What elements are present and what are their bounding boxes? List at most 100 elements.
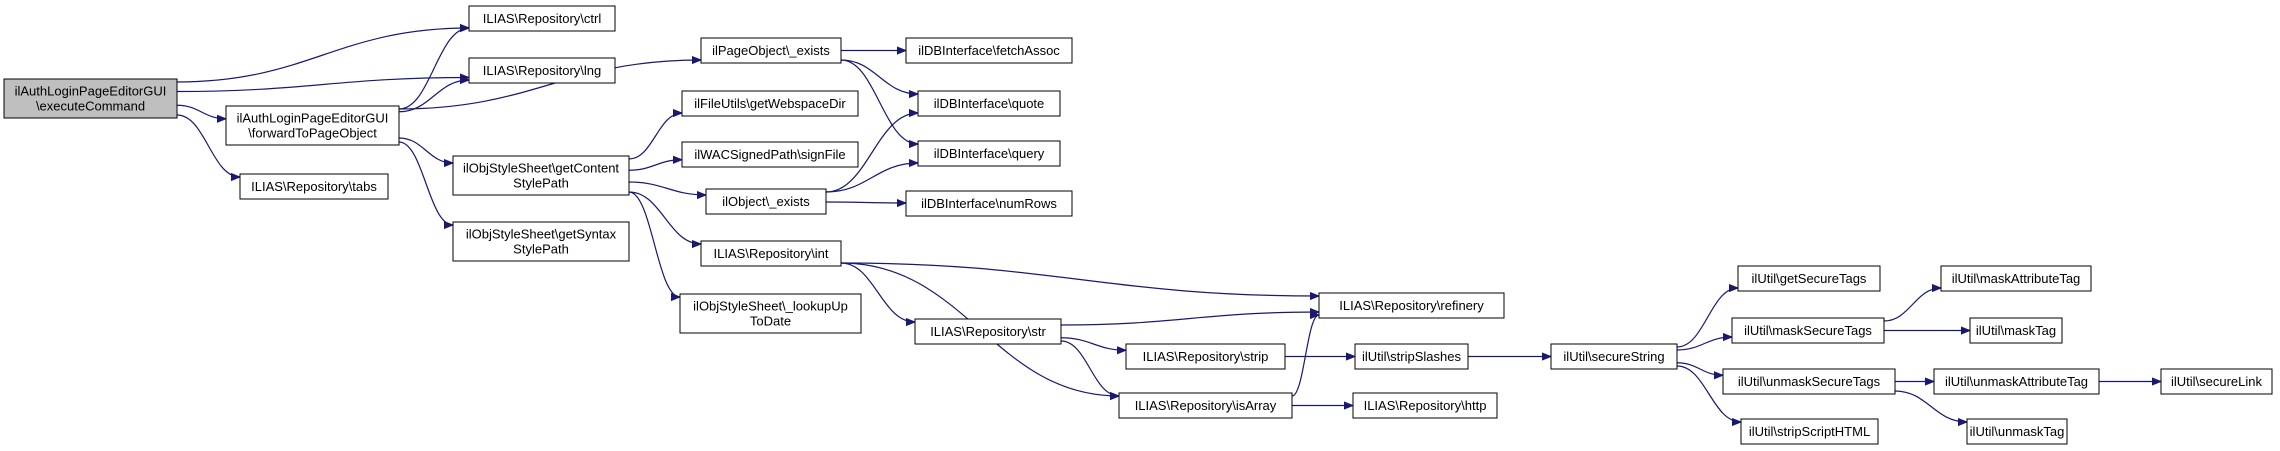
edge-int-to-str [840,262,915,322]
node-unmaskattr[interactable]: ilUtil\unmaskAttributeTag [1933,368,2100,395]
nodes-layer: ilAuthLoginPageEditorGUI\executeCommandI… [3,5,2273,445]
node-box [1354,343,1469,370]
node-label: ilDBInterface\quote [934,96,1045,111]
edge-root-to-lng [176,78,469,93]
node-strip[interactable]: ILIAS\Repository\strip [1125,343,1286,370]
node-fetchassoc[interactable]: ilDBInterface\fetchAssoc [905,37,1073,64]
node-box [452,155,630,196]
node-box [681,141,859,168]
edge-root-to-ctrl [176,28,469,83]
edge-fwd-to-getcontent [398,137,453,163]
node-label: StylePath [513,176,569,191]
node-str[interactable]: ILIAS\Repository\str [914,318,1062,345]
node-label: ilUtil\unmaskAttributeTag [1945,374,2088,389]
node-query[interactable]: ilDBInterface\query [917,140,1061,167]
node-http[interactable]: ILIAS\Repository\http [1352,392,1498,419]
node-stripscript[interactable]: ilUtil\stripScriptHTML [1740,418,1879,445]
node-label: ilObject\_exists [722,194,810,209]
edge-str-to-isarray [1060,340,1120,396]
node-box [1118,392,1293,419]
node-label: ILIAS\Repository\refinery [1339,298,1484,313]
node-label: ILIAS\Repository\strip [1143,349,1269,364]
edge-str-to-strip [1060,337,1126,351]
node-box [705,188,827,215]
node-root[interactable]: ilAuthLoginPageEditorGUI\executeCommand [3,78,178,119]
node-label: ilDBInterface\fetchAssoc [918,43,1060,58]
node-masktag[interactable]: ilUtil\maskTag [1969,317,2063,344]
node-box [1933,368,2100,395]
node-maskattr[interactable]: ilUtil\maskAttributeTag [1940,265,2092,292]
edge-objexists-to-numrows [825,202,906,203]
node-box [3,78,178,119]
edge-securestring-to-stripscript [1676,365,1742,422]
edge-getcontent-to-webspace [628,113,683,160]
node-label: ilFileUtils\getWebspaceDir [694,96,846,111]
node-label: ilPageObject\_exists [712,43,830,58]
node-box [1969,317,2063,344]
node-box [1318,292,1505,319]
node-label: ILIAS\Repository\int [714,246,829,261]
node-box [1352,392,1498,419]
node-stripslashes[interactable]: ilUtil\stripSlashes [1354,343,1469,370]
node-label: StylePath [513,242,569,257]
edge-masksecuretags-to-maskattr [1883,288,1941,322]
node-label: ilUtil\maskSecureTags [1744,323,1872,338]
node-label: ilUtil\stripScriptHTML [1749,424,1870,439]
node-numrows[interactable]: ilDBInterface\numRows [905,190,1073,217]
edge-securestring-to-getsecuretags [1676,288,1739,348]
node-label: ilUtil\maskTag [1976,323,2056,338]
node-box [1740,418,1879,445]
node-securelink[interactable]: ilUtil\secureLink [2160,368,2273,395]
node-label: ilUtil\maskAttributeTag [1952,271,2081,286]
node-label: ILIAS\Repository\lng [483,63,602,78]
edge-root-to-fwd [176,104,226,119]
node-box [917,90,1061,117]
edge-int-to-refinery [840,262,1319,296]
node-pageexists[interactable]: ilPageObject\_exists [700,37,842,64]
node-label: ilDBInterface\query [934,146,1045,161]
node-unmasktag[interactable]: ilUtil\unmaskTag [1966,418,2068,445]
node-securestring[interactable]: ilUtil\secureString [1550,343,1678,370]
edge-pageexists-to-query [840,59,918,144]
node-tabs[interactable]: ILIAS\Repository\tabs [239,173,389,200]
node-refinery[interactable]: ILIAS\Repository\refinery [1318,292,1505,319]
node-lng[interactable]: ILIAS\Repository\lng [468,57,616,84]
node-box [1737,265,1881,292]
node-label: ilUtil\stripSlashes [1362,349,1461,364]
node-isarray[interactable]: ILIAS\Repository\isArray [1118,392,1293,419]
node-label: ilAuthLoginPageEditorGUI [15,84,167,99]
node-unmasksecuretags[interactable]: ilUtil\unmaskSecureTags [1722,368,1896,395]
node-box [2160,368,2273,395]
edges-layer [176,28,2161,422]
node-quote[interactable]: ilDBInterface\quote [917,90,1061,117]
node-label: ilUtil\secureLink [2171,374,2263,389]
node-box [700,240,842,267]
edge-unmasksecuretags-to-unmasktag [1894,390,1967,422]
node-fwd[interactable]: ilAuthLoginPageEditorGUI\forwardToPageOb… [225,105,400,146]
edge-getcontent-to-signfile [628,160,682,171]
node-box [468,57,616,84]
node-box [452,221,630,262]
node-int[interactable]: ILIAS\Repository\int [700,240,842,267]
edge-fwd-to-ctrl [398,28,470,110]
edge-fwd-to-pageexists [398,60,701,110]
edge-securestring-to-masksecuretags [1676,337,1732,351]
node-ctrl[interactable]: ILIAS\Repository\ctrl [468,5,616,32]
node-box [1550,343,1678,370]
node-masksecuretags[interactable]: ilUtil\maskSecureTags [1731,317,1885,344]
node-getsecuretags[interactable]: ilUtil\getSecureTags [1737,265,1881,292]
node-objexists[interactable]: ilObject\_exists [705,188,827,215]
node-webspace[interactable]: ilFileUtils\getWebspaceDir [681,90,859,117]
node-label: ILIAS\Repository\isArray [1135,398,1277,413]
node-box [917,140,1061,167]
node-box [225,105,400,146]
node-signfile[interactable]: ilWACSignedPath\signFile [681,141,859,168]
node-box [914,318,1062,345]
node-label: ilDBInterface\numRows [921,196,1057,211]
node-box [681,90,859,117]
edge-getcontent-to-objexists [628,181,706,195]
